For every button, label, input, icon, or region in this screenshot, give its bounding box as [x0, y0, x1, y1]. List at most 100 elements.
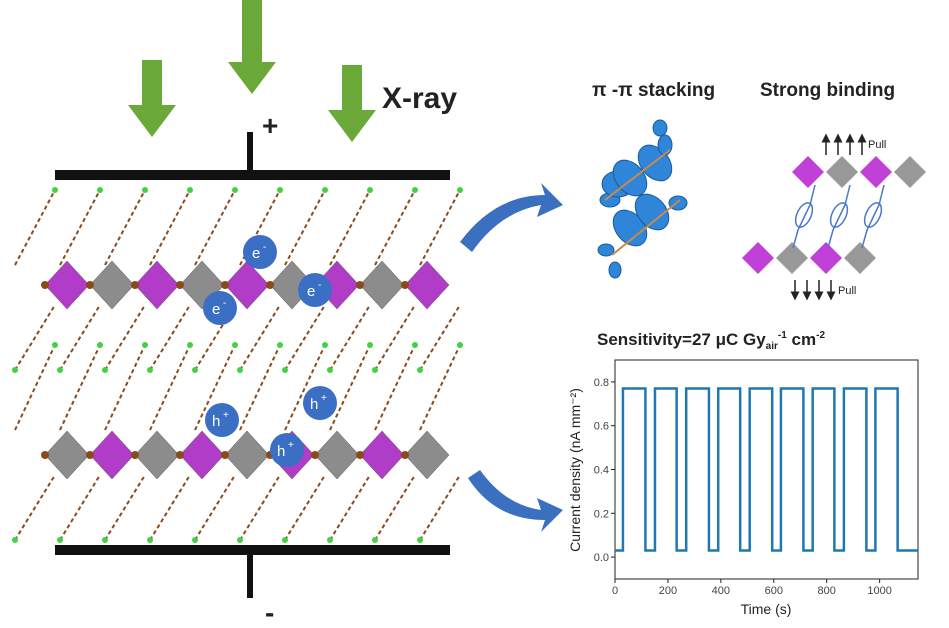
electron-icon: e-: [203, 291, 237, 325]
organic-chain: [419, 189, 461, 266]
octahedron: [179, 430, 225, 480]
organic-chain: [59, 474, 101, 541]
svg-text:e: e: [212, 301, 220, 318]
organic-chain: [239, 344, 281, 431]
halogen-atom: [192, 367, 198, 373]
organic-chain: [239, 304, 281, 371]
organic-chain: [59, 344, 101, 431]
top-electrode: [55, 170, 450, 180]
x-tick-label: 1000: [867, 585, 891, 597]
halide-atom: [41, 281, 49, 289]
pull-bottom-label: Pull: [838, 285, 856, 297]
organic-chain: [419, 344, 461, 431]
x-tick-label: 0: [612, 585, 618, 597]
y-tick-label: 0.0: [594, 552, 609, 564]
pull-top-label: Pull: [868, 139, 886, 151]
halogen-atom: [187, 187, 193, 193]
halogen-atom: [237, 537, 243, 543]
halide-atom: [221, 451, 229, 459]
chart-title: Sensitivity=27 μC Gyair-1 cm-2: [597, 330, 825, 352]
organic-chain: [239, 474, 281, 541]
xray-arrow-icon: [128, 60, 176, 137]
organic-chain: [149, 189, 191, 266]
halide-atom: [86, 451, 94, 459]
organic-chain: [149, 304, 191, 371]
organic-chain: [284, 189, 326, 266]
halide-atom: [176, 451, 184, 459]
organic-chain: [59, 304, 101, 371]
organic-chain: [14, 304, 56, 371]
halogen-atom: [277, 342, 283, 348]
svg-text:+: +: [288, 440, 294, 451]
organic-chain: [284, 474, 326, 541]
y-tick-label: 0.6: [594, 421, 609, 433]
svg-text:-: -: [318, 280, 321, 291]
octahedron: [89, 260, 135, 310]
halogen-atom: [232, 342, 238, 348]
xray-arrows: [128, 0, 376, 142]
halide-atom: [221, 281, 229, 289]
halogen-atom: [147, 537, 153, 543]
hole-icon: h+: [270, 433, 304, 467]
organic-chain: [149, 344, 191, 431]
halide-atom: [41, 451, 49, 459]
halogen-atom: [372, 367, 378, 373]
x-tick-label: 400: [712, 585, 730, 597]
halogen-atom: [57, 367, 63, 373]
halide-atom: [356, 281, 364, 289]
halide-atom: [266, 281, 274, 289]
inorganic-layers: [41, 260, 450, 480]
halogen-atom: [417, 367, 423, 373]
x-tick-label: 600: [765, 585, 783, 597]
organic-chain: [149, 474, 191, 541]
halogen-atom: [192, 537, 198, 543]
halogen-atom: [277, 187, 283, 193]
organic-chain: [194, 189, 236, 266]
svg-text:+: +: [223, 410, 229, 421]
halogen-atom: [52, 187, 58, 193]
halide-atom: [311, 451, 319, 459]
electron-icon: e-: [298, 273, 332, 307]
curved-arrow-icon: [468, 470, 563, 532]
octahedron: [404, 260, 450, 310]
halogen-atom: [457, 342, 463, 348]
halide-atom: [131, 281, 139, 289]
bottom-electrode: [55, 545, 450, 555]
bottom-electrode-stem: [247, 553, 253, 598]
organic-chain: [374, 474, 416, 541]
halogen-atom: [52, 342, 58, 348]
organic-chain: [104, 344, 146, 431]
organic-chain: [419, 304, 461, 371]
pi-stacking-title: π -π stacking: [592, 80, 715, 101]
organic-chain: [284, 304, 326, 371]
halogen-atom: [322, 342, 328, 348]
y-tick-label: 0.2: [594, 508, 609, 520]
halogen-atom: [12, 537, 18, 543]
svg-text:h: h: [277, 443, 285, 460]
x-tick-label: 800: [818, 585, 836, 597]
electron-icon: e-: [243, 235, 277, 269]
svg-text:+: +: [321, 393, 327, 404]
organic-chain: [329, 474, 371, 541]
halogen-atom: [142, 342, 148, 348]
organic-chain: [374, 189, 416, 266]
organic-chain: [419, 474, 461, 541]
halogen-atom: [232, 187, 238, 193]
octahedron: [89, 430, 135, 480]
halogen-atom: [327, 367, 333, 373]
halogen-atom: [412, 187, 418, 193]
xray-arrow-icon: [328, 65, 376, 142]
organic-chain: [194, 474, 236, 541]
hole-icon: h+: [303, 386, 337, 420]
halide-atom: [401, 451, 409, 459]
halogen-atom: [102, 537, 108, 543]
organic-chain: [329, 304, 371, 371]
halide-atom: [401, 281, 409, 289]
organic-chain: [329, 189, 371, 266]
halogen-atom: [147, 367, 153, 373]
svg-text:e: e: [307, 283, 315, 300]
hole-icon: h+: [205, 403, 239, 437]
octahedron: [314, 430, 360, 480]
halogen-atom: [282, 537, 288, 543]
organic-chain: [374, 304, 416, 371]
